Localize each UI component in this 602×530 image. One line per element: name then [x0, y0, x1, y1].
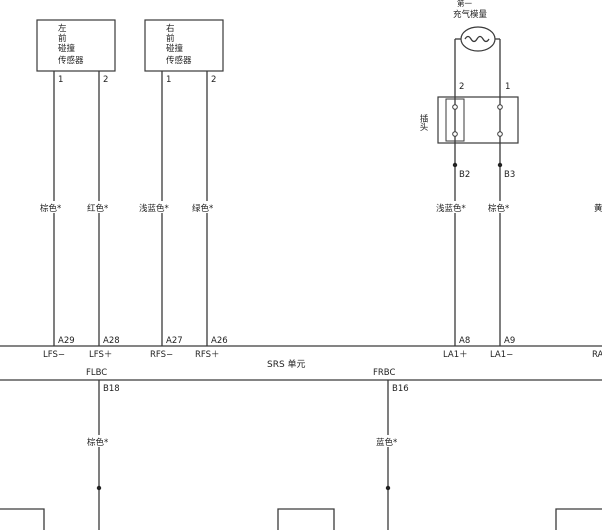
wire-color-edge-partial: 黄: [594, 203, 602, 214]
pin-a9: A9: [504, 336, 515, 346]
airbag-connector-label-1: 插头: [418, 113, 428, 132]
pin-a28: A28: [103, 336, 120, 346]
pin-b2: B2: [459, 170, 470, 180]
signal-la1-minus: LA1−: [490, 350, 513, 360]
signal-flbc: FLBC: [86, 368, 107, 378]
pin-b16: B16: [392, 384, 409, 394]
left-sensor-line-2: 前: [58, 33, 67, 44]
pin-b18: B18: [103, 384, 120, 394]
airbag-inflator-circle: [460, 26, 496, 52]
wire-color-la1-plus: 浅蓝色*: [436, 203, 466, 214]
wire-color-lfs-minus: 棕色*: [40, 203, 61, 214]
left-sensor-line-3: 碰撞: [58, 43, 76, 54]
signal-lfs-plus: LFS＋: [89, 350, 112, 360]
signal-rfs-plus: RFS＋: [195, 350, 220, 360]
signal-frbc: FRBC: [373, 368, 395, 378]
bottom-left-component-box: [0, 508, 45, 530]
left-crash-sensor-box: [36, 19, 116, 72]
signal-lfs-minus: LFS−: [43, 350, 65, 360]
right-sensor-line-1: 右: [166, 23, 175, 34]
left-sensor-line-4: 传感器: [58, 55, 84, 66]
wire-color-rfs-minus: 浅蓝色*: [139, 203, 169, 214]
airbag-pin-left: 2: [459, 82, 464, 92]
right-sensor-pin-2: 2: [211, 75, 216, 85]
airbag-connector-box: [437, 96, 519, 144]
pin-b3: B3: [504, 170, 515, 180]
airbag-pin-right: 1: [505, 82, 510, 92]
signal-edge-partial: RA: [592, 350, 602, 360]
airbag-inflator-resistor: [464, 35, 490, 43]
signal-la1-plus: LA1＋: [443, 350, 468, 360]
airbag-title-line-1: 第一: [457, 0, 472, 8]
left-sensor-pin-2: 2: [103, 75, 108, 85]
pin-a8: A8: [459, 336, 470, 346]
wire-color-flbc: 棕色*: [87, 437, 108, 448]
right-crash-sensor-box: [144, 19, 224, 72]
right-sensor-pin-1: 1: [166, 75, 171, 85]
signal-rfs-minus: RFS−: [150, 350, 173, 360]
wire-color-rfs-plus: 绿色*: [192, 203, 213, 214]
pin-a27: A27: [166, 336, 183, 346]
left-sensor-pin-1: 1: [58, 75, 63, 85]
wire-color-frbc: 蓝色*: [376, 437, 397, 448]
pin-a26: A26: [211, 336, 228, 346]
airbag-title-line-2: 充气模量: [453, 9, 488, 20]
wire-color-la1-minus: 棕色*: [488, 203, 509, 214]
left-sensor-line-1: 左: [58, 23, 67, 34]
srs-unit-label: SRS 单元: [267, 358, 306, 370]
right-sensor-line-4: 传感器: [166, 55, 192, 66]
pin-a29: A29: [58, 336, 75, 346]
bottom-center-component-box: [277, 508, 335, 530]
bottom-right-component-box: [555, 508, 602, 530]
right-sensor-line-3: 碰撞: [166, 43, 184, 54]
wire-color-lfs-plus: 红色*: [87, 203, 108, 214]
right-sensor-line-2: 前: [166, 33, 175, 44]
